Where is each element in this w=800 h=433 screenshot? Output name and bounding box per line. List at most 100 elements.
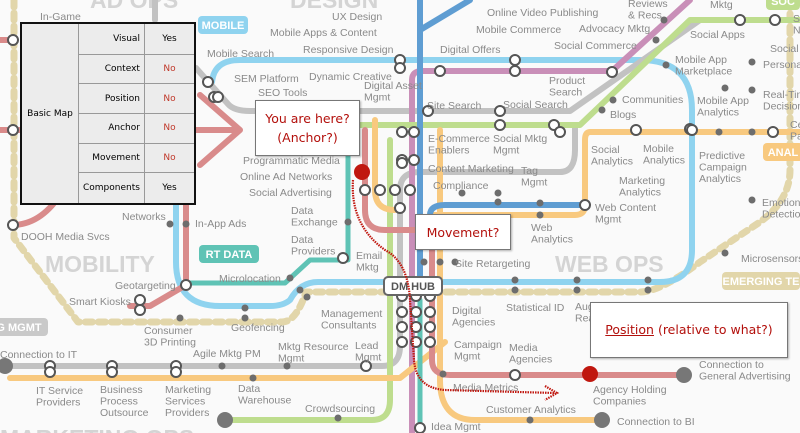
station-marker [394, 202, 406, 214]
station-marker [494, 105, 506, 117]
station-marker [44, 366, 56, 378]
property-key: Visual [78, 22, 145, 55]
property-key: Components [78, 172, 145, 205]
station-dot [652, 36, 660, 44]
station-marker [630, 124, 642, 136]
station-marker [170, 366, 182, 378]
region-label: MARKETING OPS [0, 425, 194, 433]
station-marker [422, 105, 434, 117]
property-value: No [143, 53, 196, 85]
line-badge [199, 245, 259, 263]
station-dot [249, 374, 257, 382]
region-label: DESIGN [290, 0, 378, 13]
gray-line [152, 0, 703, 114]
station-marker [434, 65, 446, 77]
station-label: Smart Kiosks [69, 296, 131, 308]
station-label: Digital Offers [440, 44, 501, 56]
station-label: Crowdsourcing [305, 403, 375, 415]
callout-line: (Anchor?) [277, 130, 338, 145]
station-label: Connection to IT [0, 349, 78, 361]
station-marker [7, 124, 19, 136]
station-label: Customer Analytics [486, 404, 576, 416]
station-marker [404, 184, 416, 196]
station-dot [451, 258, 459, 266]
property-value: No [143, 83, 196, 114]
station-label: Agile Mktg PM [193, 348, 261, 360]
station-dot [721, 249, 729, 257]
badge-label: MOBILE [202, 20, 245, 32]
station-label: Social T [770, 43, 800, 55]
station-marker [134, 294, 146, 306]
station-label: Responsive Design [303, 44, 394, 56]
station-label: Social Search [503, 99, 568, 111]
station-label: Social Commerce [554, 40, 637, 52]
connection-terminal [676, 367, 692, 383]
region-label: WEB OPS [555, 251, 664, 277]
station-dot [748, 86, 756, 94]
station-marker [360, 360, 372, 372]
station-marker [134, 304, 146, 316]
position-callout: Position (relative to what?) [590, 302, 788, 358]
station-dot [644, 276, 652, 284]
station-dot [573, 286, 581, 294]
station-marker [408, 126, 420, 138]
station-marker [7, 34, 19, 46]
station-dot [662, 61, 670, 69]
station-marker [389, 184, 401, 196]
station-marker [769, 14, 781, 26]
station-dot [241, 314, 249, 322]
station-dot [218, 362, 226, 370]
property-key: Movement [78, 142, 145, 174]
anchor-callout: You are here? (Anchor?) [255, 100, 360, 156]
station-dot [176, 314, 184, 322]
station-label: Content Marketing [428, 163, 514, 175]
station-dot [573, 276, 581, 284]
station-label: Social Advertising [249, 187, 332, 199]
station-dot [182, 220, 190, 228]
station-label: Site Retargeting [455, 258, 530, 270]
station-marker [202, 76, 214, 88]
station-dot [715, 128, 723, 136]
station-dot [748, 58, 756, 66]
station-dot [283, 362, 291, 370]
callout-text: (relative to what?) [653, 322, 773, 337]
connection-terminal [594, 412, 610, 428]
station-marker [509, 54, 521, 66]
you-are-here-marker [354, 164, 370, 180]
station-dot [286, 274, 294, 282]
line-badge [722, 272, 800, 290]
station-marker [396, 126, 408, 138]
station-label: EmotionDetection [762, 197, 800, 221]
property-value: No [143, 112, 196, 144]
station-dot [494, 198, 502, 206]
line-badge [0, 318, 48, 336]
station-dot [439, 370, 447, 378]
station-marker [424, 321, 436, 333]
station-label: UX Design [332, 11, 382, 23]
station-dot [536, 199, 544, 207]
row-header: Basic Map [20, 22, 79, 205]
station-label: CenPan [790, 119, 800, 143]
line-badge [383, 276, 443, 296]
station-dot [494, 189, 502, 197]
line-badge [766, 0, 800, 10]
station-label: Advocacy Mktg [579, 23, 650, 35]
station-marker [494, 119, 506, 131]
station-marker [374, 184, 386, 196]
station-label: In-App Ads [195, 218, 246, 230]
station-marker [734, 14, 746, 26]
property-value: Yes [143, 22, 196, 55]
